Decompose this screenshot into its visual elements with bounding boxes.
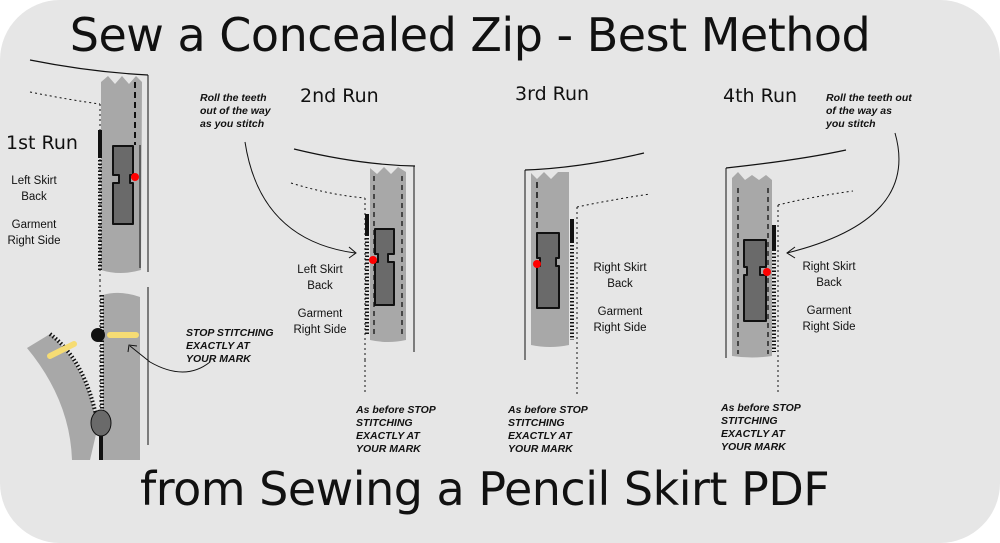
run-2-label: Left Skirt Back Garment Right Side (285, 262, 355, 338)
label-line: Right Side (293, 324, 347, 336)
label-line: Back (816, 277, 842, 289)
note-line: Roll the teeth (200, 92, 267, 104)
label-line: Left Skirt (11, 175, 57, 187)
run-1-label: Left Skirt Back Garment Right Side (4, 173, 64, 249)
note-line: STITCHING (356, 417, 413, 429)
label-line: Left Skirt (297, 264, 343, 276)
label-line: Right Side (802, 321, 856, 333)
as-before-note-4: As before STOP STITCHING EXACTLY AT YOUR… (721, 402, 801, 454)
run-1-heading: 1st Run (6, 132, 78, 154)
as-before-note-2: As before STOP STITCHING EXACTLY AT YOUR… (356, 404, 436, 456)
run-2-heading: 2nd Run (300, 85, 379, 107)
note-line: As before STOP (356, 404, 436, 416)
note-line: YOUR MARK (186, 353, 251, 365)
note-line: Roll the teeth out (826, 92, 912, 104)
label-line: Right Side (7, 235, 61, 247)
run-4-heading: 4th Run (723, 85, 798, 107)
roll-teeth-note-right: Roll the teeth out of the way as you sti… (826, 92, 912, 131)
label-line: Right Skirt (802, 261, 856, 273)
note-line: EXACTLY AT (721, 428, 785, 440)
note-line: EXACTLY AT (508, 430, 572, 442)
note-line: of the way as (826, 105, 892, 117)
label-line: Back (21, 191, 47, 203)
note-line: As before STOP (721, 402, 801, 414)
note-line: YOUR MARK (356, 443, 421, 455)
label-line: Right Side (593, 322, 647, 334)
label-line: Garment (11, 219, 57, 231)
page-title: Sew a Concealed Zip - Best Method (69, 8, 871, 62)
note-line: out of the way (200, 105, 271, 117)
note-line: As before STOP (508, 404, 588, 416)
label-line: Right Skirt (593, 262, 647, 274)
note-line: EXACTLY AT (356, 430, 420, 442)
label-line: Garment (806, 305, 852, 317)
note-line: STITCHING (721, 415, 778, 427)
stop-stitching-note: STOP STITCHING EXACTLY AT YOUR MARK (186, 327, 274, 366)
label-line: Garment (297, 308, 343, 320)
note-line: STITCHING (508, 417, 565, 429)
run-3-label: Right Skirt Back Garment Right Side (585, 260, 655, 336)
note-line: YOUR MARK (721, 441, 786, 453)
run-3-heading: 3rd Run (515, 83, 590, 105)
note-line: STOP STITCHING (186, 327, 274, 339)
label-line: Garment (597, 306, 643, 318)
note-line: as you stitch (200, 118, 265, 130)
footer-caption: from Sewing a Pencil Skirt PDF (140, 462, 830, 516)
roll-teeth-note-left: Roll the teeth out of the way as you sti… (200, 92, 271, 131)
run-4-label: Right Skirt Back Garment Right Side (794, 259, 864, 335)
note-line: you stitch (826, 118, 876, 130)
note-line: YOUR MARK (508, 443, 573, 455)
label-line: Back (607, 278, 633, 290)
label-line: Back (307, 280, 333, 292)
note-line: EXACTLY AT (186, 340, 250, 352)
as-before-note-3: As before STOP STITCHING EXACTLY AT YOUR… (508, 404, 588, 456)
